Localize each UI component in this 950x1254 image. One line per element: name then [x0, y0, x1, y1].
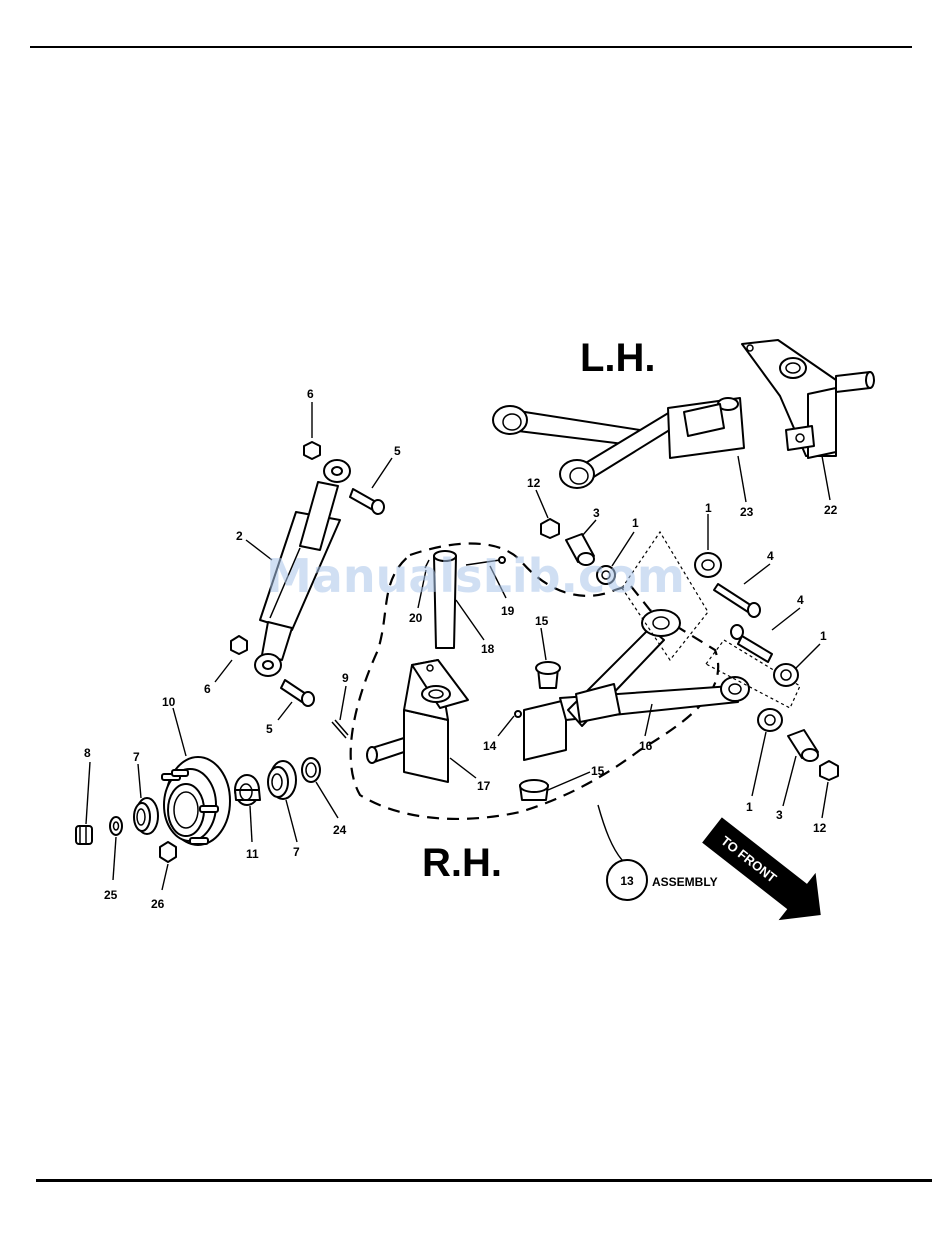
callout-5-lower: 5 [266, 722, 273, 736]
callout-16: 16 [639, 739, 653, 753]
callout-6-lower: 6 [204, 682, 211, 696]
callout-3-upper: 3 [593, 506, 600, 520]
spindle-17 [367, 660, 468, 782]
lug-nut-26 [160, 842, 176, 862]
callout-24: 24 [333, 823, 347, 837]
callout-15-upper: 15 [535, 614, 549, 628]
bushing-1-d [758, 709, 782, 731]
callout-2: 2 [236, 529, 243, 543]
callout-10: 10 [162, 695, 176, 709]
assembly-callout: 13 ASSEMBLY [607, 860, 718, 900]
watermark: ManualsLib.com [266, 549, 685, 603]
bushing-15-lower [520, 780, 548, 800]
assembly-word: ASSEMBLY [652, 875, 718, 889]
callout-12-upper: 12 [527, 476, 541, 490]
cotter-pin-9 [332, 720, 348, 738]
callout-1-d: 1 [746, 800, 753, 814]
callout-22: 22 [824, 503, 838, 517]
callout-6-upper: 6 [307, 387, 314, 401]
callout-12-lower: 12 [813, 821, 827, 835]
callout-11: 11 [246, 847, 259, 861]
sleeve-3-lower [788, 730, 818, 761]
callout-1-b: 1 [705, 501, 712, 515]
callout-18: 18 [481, 642, 495, 656]
callout-5-upper: 5 [394, 444, 401, 458]
callout-23: 23 [740, 505, 754, 519]
bushing-1-b [695, 553, 721, 577]
nut-6-upper [304, 442, 320, 459]
spacer-11 [235, 775, 260, 805]
callout-8: 8 [84, 746, 91, 760]
callout-1-c: 1 [820, 629, 827, 643]
assembly-number: 13 [620, 874, 634, 888]
callout-19: 19 [501, 604, 515, 618]
a-arm-23 [493, 398, 744, 488]
castle-nut-8 [76, 826, 92, 844]
callout-15-lower: 15 [591, 764, 605, 778]
bearing-7-outer [134, 798, 158, 834]
callout-7-outer: 7 [133, 750, 140, 764]
bushing-1-c [774, 664, 798, 686]
callout-26: 26 [151, 897, 165, 911]
fitting-14 [515, 711, 521, 717]
nut-12-lower [820, 761, 838, 780]
bolt-5-upper [350, 489, 384, 514]
left-hand-label: L.H. [580, 336, 656, 380]
callout-14: 14 [483, 739, 497, 753]
seal-24 [302, 758, 320, 782]
nut-6-lower [231, 636, 247, 654]
wheel-hub-10 [162, 757, 230, 845]
spindle-22 [742, 340, 874, 458]
callout-1-a: 1 [632, 516, 639, 530]
callout-20: 20 [409, 611, 423, 625]
nut-12-upper [541, 519, 559, 538]
bushing-15-upper [536, 662, 560, 688]
right-hand-label: R.H. [422, 841, 502, 885]
callout-25: 25 [104, 888, 118, 902]
bearing-7-inner [268, 761, 296, 799]
callout-4-b: 4 [797, 593, 804, 607]
callout-9: 9 [342, 671, 349, 685]
callout-17: 17 [477, 779, 491, 793]
bolt-4-a [714, 584, 760, 617]
bolt-5-lower [281, 680, 314, 706]
callout-3-lower: 3 [776, 808, 783, 822]
callout-7-inner: 7 [293, 845, 300, 859]
callout-4-a: 4 [767, 549, 774, 563]
washer-25 [110, 817, 122, 835]
